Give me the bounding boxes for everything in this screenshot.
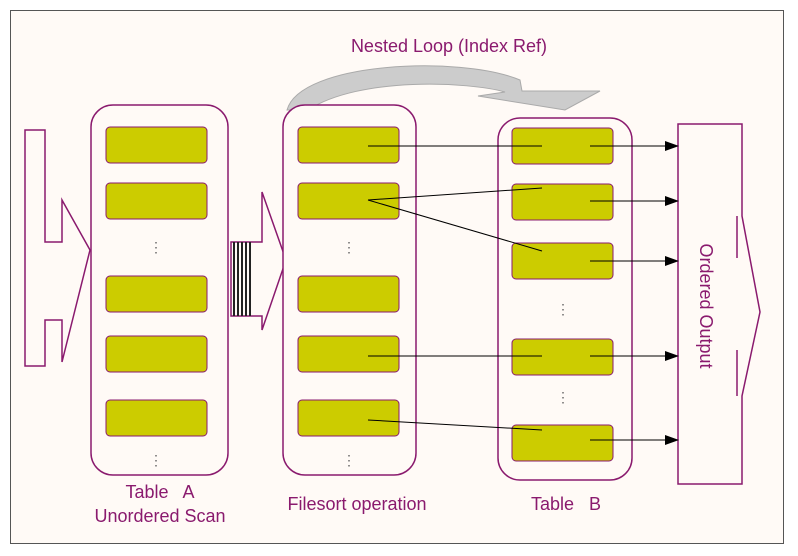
transfer-arrow-icon bbox=[230, 191, 287, 331]
table-b-label: Table B bbox=[531, 494, 601, 514]
filesort-label: Filesort operation bbox=[287, 494, 426, 514]
table-a-row bbox=[105, 399, 208, 437]
table-b-to-output-connectors bbox=[590, 141, 679, 445]
table-a-row bbox=[105, 275, 208, 313]
connector-line bbox=[367, 419, 543, 431]
table-b-row bbox=[511, 183, 614, 221]
table-a-sublabel: Unordered Scan bbox=[94, 506, 225, 526]
table-a-row bbox=[105, 126, 208, 164]
table-a-ellipsis: ⋮ bbox=[149, 452, 163, 468]
filesort-row bbox=[297, 399, 400, 437]
table-a: ⋮ ⋮ bbox=[90, 104, 229, 476]
table-a-label: Table A bbox=[125, 482, 194, 502]
input-arrow-icon bbox=[24, 129, 91, 367]
filesort-row bbox=[297, 182, 400, 220]
output-arrow-icon bbox=[677, 123, 761, 485]
filesort-row bbox=[297, 335, 400, 373]
connector-line bbox=[367, 187, 543, 201]
filesort-to-table-b-connectors bbox=[367, 145, 543, 431]
ordered-output-label: Ordered Output bbox=[696, 243, 716, 368]
curved-arrow-icon bbox=[286, 65, 601, 111]
filesort-ellipsis: ⋮ bbox=[342, 239, 356, 255]
filesort-ellipsis: ⋮ bbox=[342, 452, 356, 468]
table-b-ellipsis: ⋮ bbox=[556, 389, 570, 405]
table-b-row bbox=[511, 338, 614, 376]
table-b-ellipsis: ⋮ bbox=[556, 301, 570, 317]
table-b: ⋮ ⋮ bbox=[497, 117, 633, 481]
table-a-ellipsis: ⋮ bbox=[149, 239, 163, 255]
filesort-row bbox=[297, 126, 400, 164]
filesort-buffer: ⋮ ⋮ bbox=[282, 104, 417, 476]
table-b-row bbox=[511, 424, 614, 462]
nested-loop-label: Nested Loop (Index Ref) bbox=[351, 36, 547, 56]
table-a-row bbox=[105, 182, 208, 220]
connector-line bbox=[367, 199, 543, 252]
table-a-row bbox=[105, 335, 208, 373]
filesort-row bbox=[297, 275, 400, 313]
